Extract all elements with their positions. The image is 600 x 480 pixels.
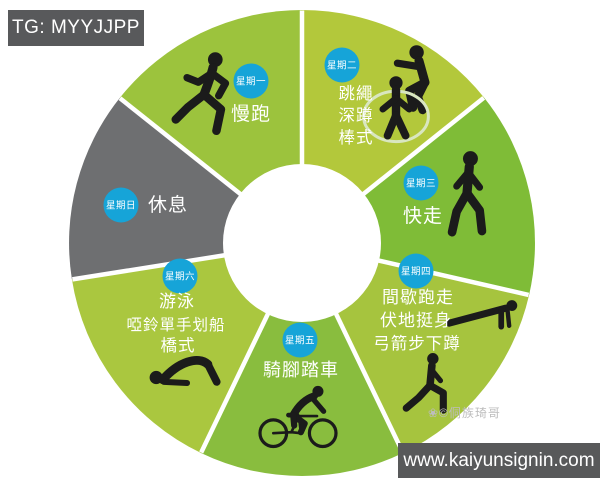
day-badge-label: 星期四 bbox=[401, 267, 431, 278]
site-url-text: www.kaiyunsignin.com bbox=[403, 449, 595, 471]
runner-silhouette-icon bbox=[171, 52, 230, 136]
walker-silhouette-icon bbox=[447, 151, 487, 237]
activity-label-thursday-2: 弓箭步下蹲 bbox=[373, 334, 461, 353]
day-badge-label: 星期五 bbox=[285, 336, 315, 347]
slice-divider bbox=[325, 296, 405, 454]
day-badge-sunday: 星期日 bbox=[103, 187, 139, 223]
day-badge-label: 星期一 bbox=[236, 77, 266, 88]
day-badge-thursday: 星期四 bbox=[398, 253, 434, 289]
jump-rope-silhouette-icon bbox=[362, 76, 430, 144]
wheel-center bbox=[223, 164, 381, 322]
activity-label-saturday-0: 游泳 bbox=[159, 292, 195, 311]
activity-label-monday-0: 慢跑 bbox=[231, 103, 271, 125]
activity-label-sunday-0: 休息 bbox=[148, 194, 188, 216]
slice-divider bbox=[118, 96, 257, 208]
day-badge-tuesday: 星期二 bbox=[324, 47, 360, 83]
slice-divider bbox=[72, 250, 244, 282]
day-badge-friday: 星期五 bbox=[282, 322, 318, 358]
activity-label-tuesday-2: 棒式 bbox=[339, 128, 374, 147]
day-badge-saturday: 星期六 bbox=[162, 258, 198, 294]
day-badge-monday: 星期一 bbox=[233, 63, 269, 99]
day-badge-wednesday: 星期三 bbox=[403, 165, 439, 201]
wheel-slice-friday bbox=[201, 243, 403, 477]
watermark: ❀©侗族琦哥 bbox=[428, 404, 548, 420]
activity-label-thursday-1: 伏地挺身 bbox=[380, 311, 452, 330]
day-badge-label: 星期六 bbox=[165, 271, 195, 283]
cyclist-silhouette-icon bbox=[258, 385, 338, 449]
telegram-tag: TG: MYYJJPP bbox=[8, 10, 144, 46]
day-badge-label: 星期二 bbox=[327, 61, 357, 72]
activity-label-saturday-1: 啞鈴單手划船 bbox=[126, 316, 225, 334]
slice-divider bbox=[347, 96, 486, 208]
lunge-silhouette-icon bbox=[402, 353, 447, 414]
activity-label-friday-0: 騎腳踏車 bbox=[263, 360, 339, 380]
slice-divider bbox=[359, 254, 530, 298]
activity-label-wednesday-0: 快走 bbox=[403, 205, 443, 227]
site-url-bar: www.kaiyunsignin.com bbox=[398, 443, 600, 478]
telegram-tag-label: TG: MYYJJPP bbox=[12, 17, 140, 38]
push-up-silhouette-icon bbox=[445, 300, 518, 330]
bridge-silhouette-icon bbox=[149, 356, 221, 387]
watermark-text: ❀©侗族琦哥 bbox=[428, 406, 501, 420]
activity-label-tuesday-1: 深蹲 bbox=[339, 106, 374, 125]
day-badge-label: 星期日 bbox=[106, 201, 136, 212]
day-badge-label: 星期三 bbox=[406, 179, 436, 190]
activity-label-tuesday-0: 跳繩 bbox=[339, 84, 374, 103]
slice-divider bbox=[199, 296, 279, 454]
activity-label-saturday-2: 橋式 bbox=[161, 336, 196, 355]
activity-label-thursday-0: 間歇跑走 bbox=[382, 288, 454, 307]
